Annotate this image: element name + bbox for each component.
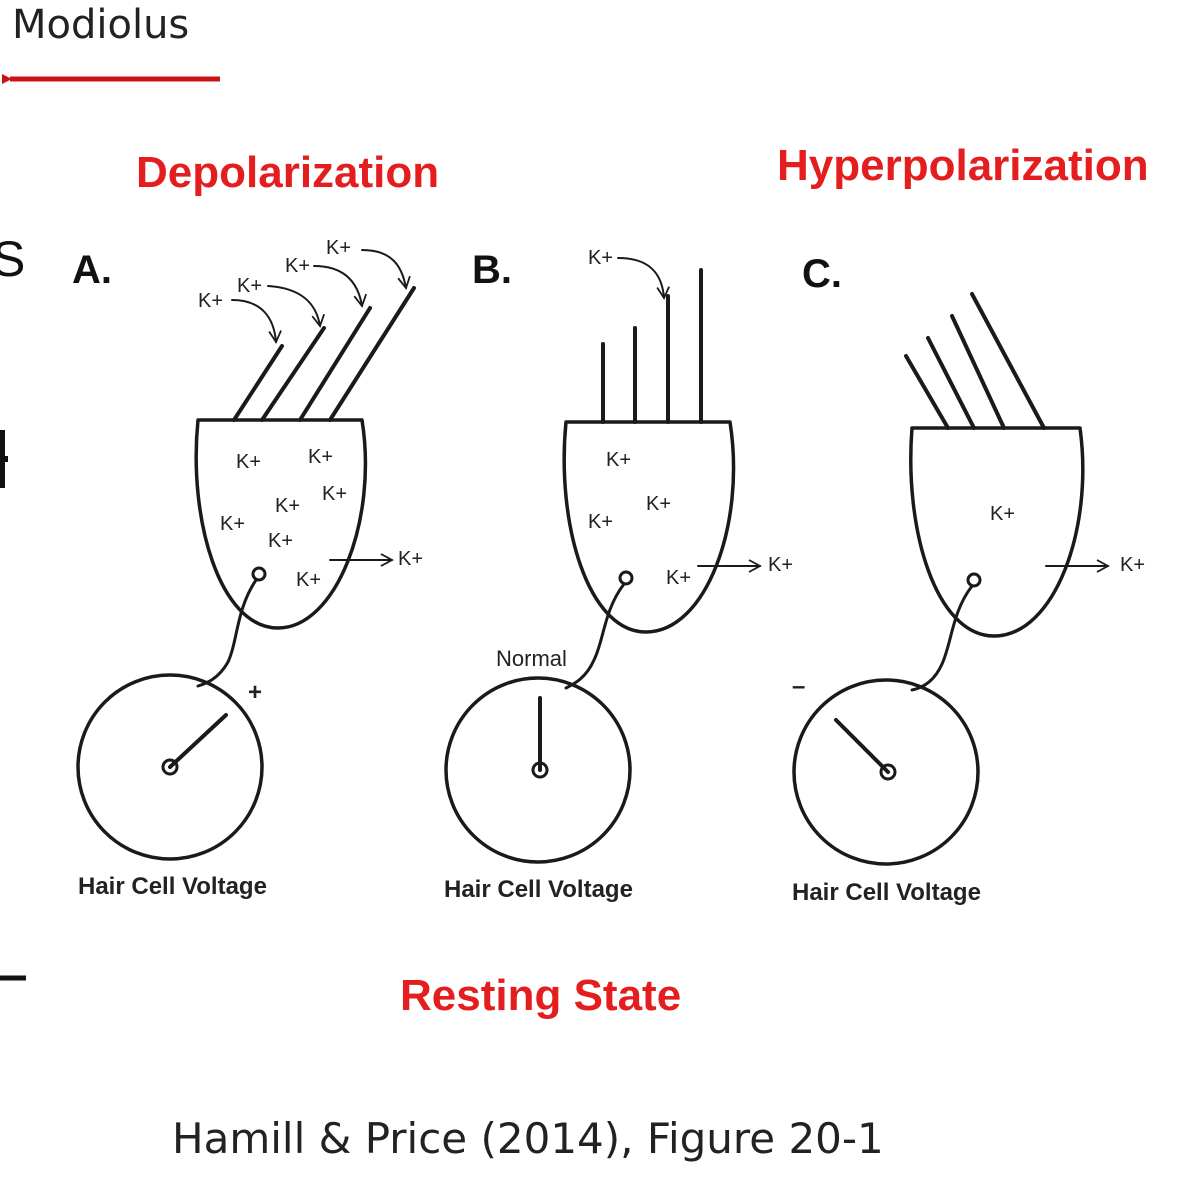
panel-a-cell-body [194,418,368,630]
panel-a-meter-label: Hair Cell Voltage [78,873,267,900]
panel-b-voltage-meter [444,676,632,864]
panel-a-voltage-meter [76,673,264,861]
edge-letter: S [0,231,25,287]
panel-a-efflux-ion: K+ [398,548,423,570]
panel-c-ion-inside: K+ [990,503,1015,525]
panel-b-ion-inside: K+ [606,449,631,471]
panel-b-cell-body [562,420,736,634]
panel-b-meter-label: Hair Cell Voltage [444,876,633,903]
panel-a-ion-inside: K+ [275,495,300,517]
panel-b-stereocilia [601,268,703,424]
panel-a-ion-inside: K+ [220,513,245,535]
edge-bracket-mark [0,430,8,488]
panel-b-ion-inside: K+ [588,511,613,533]
panel-a-sign: + [248,679,262,706]
panel-a-ion-inside: K+ [236,451,261,473]
panel-b-efflux-ion: K+ [768,554,793,576]
panel-a-ion-label: K+ [326,237,351,259]
panel-c-stereocilia [904,292,1046,430]
panel-c-cell-body [909,426,1085,638]
panel-b-letter: B. [472,248,512,292]
panel-a-ion-label: K+ [285,255,310,277]
panel-a-ion-inside: K+ [322,483,347,505]
panel-b-influx-arrow-icon [617,257,670,300]
panel-a: A. K+ K+ K+ K+ K+ K+ K+ K+ K+ K+ K+ K+ [72,237,423,900]
panel-b-meter-state: Normal [496,646,567,671]
panel-c-meter-label: Hair Cell Voltage [792,879,981,906]
panel-b: B. K+ K+ K+ K+ K+ K+ Normal Hair Cell Vo… [444,247,793,903]
resting-state-caption: Resting State [400,971,681,1020]
panel-a-ion-label: K+ [237,275,262,297]
panel-a-stereocilia [232,286,416,422]
panel-c: C. K+ K+ – Hair Cell Voltage [792,252,1145,906]
hyperpolarization-caption: Hyperpolarization [777,141,1149,190]
figure-citation: Hamill & Price (2014), Figure 20-1 [172,1114,884,1163]
panel-a-letter: A. [72,248,112,292]
depolarization-caption: Depolarization [136,148,439,197]
panel-b-ion-inside: K+ [646,493,671,515]
panel-a-ion-label: K+ [198,290,223,312]
panel-b-ion-inside: K+ [666,567,691,589]
panel-a-ion-inside: K+ [268,530,293,552]
panel-c-letter: C. [802,252,842,296]
panel-c-meter-needle [834,718,890,774]
panel-a-meter-needle [168,713,228,769]
panel-c-sign: – [792,673,805,700]
panel-b-ion-label: K+ [588,247,613,269]
panel-a-ion-inside: K+ [296,569,321,591]
panel-c-efflux-ion: K+ [1120,554,1145,576]
modiolus-label: Modiolus [12,2,189,48]
panel-a-ion-inside: K+ [308,446,333,468]
panel-a-influx-arrows-icon [231,249,411,344]
panel-c-voltage-meter [792,678,980,866]
